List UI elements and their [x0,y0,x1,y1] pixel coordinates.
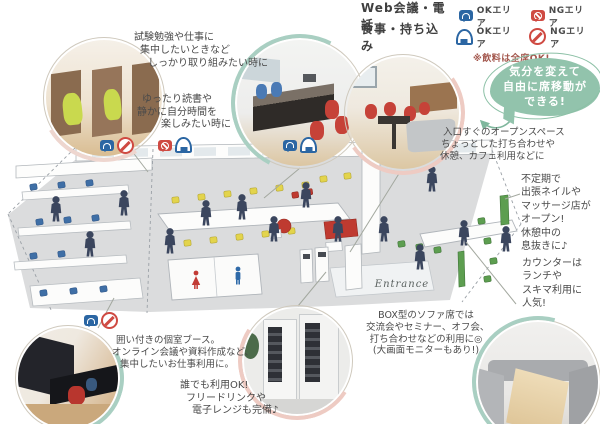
vending-display [268,327,283,383]
photo-image [244,308,350,414]
zone-marker-quiet-room [100,137,134,154]
photo-ring [43,37,165,159]
photo-ring [241,305,353,417]
food-ok-icon [455,28,473,45]
photo-box-sofa [447,291,600,424]
note-free-drink: 誰でも利用OK! フリードリンクや 電子レンジも完備♪ [180,380,279,417]
plant [244,333,259,359]
red-chair [364,104,378,119]
wood-floor [18,404,118,424]
zone-quiet-room [13,179,144,307]
left-sofa [478,368,505,424]
photo-image [18,328,118,424]
web-ok-icon [283,139,297,152]
zone-marker-open-space [283,137,317,153]
entrance-label: Entrance [374,279,430,290]
photo-image [46,40,162,156]
window [350,65,377,88]
legend: Web会議・電話 OKエリア NGエリア 食事・持ち込み OKエリア NGエリア… [361,1,593,65]
photo-ring [475,319,600,424]
red-chair [310,120,324,140]
badge-text: 気分を変えて 自由に席移動が できる! [503,65,587,108]
food-ng-area-label: NGエリア [550,26,586,50]
web-ng-area-label: NGエリア [548,5,584,29]
zone-marker-center-table [158,137,192,153]
legend-food-label: 食事・持ち込み [361,21,440,53]
drinks-note: ※飲料は全席OK! [473,54,550,64]
web-ok-area-label: OKエリア [476,5,512,29]
vending-display [305,322,321,383]
web-ng-icon [158,139,172,152]
legend-row-web: Web会議・電話 OKエリア NGエリア [361,1,593,32]
back-sofa [487,360,589,381]
red-chair [68,386,85,405]
zone-marker-booth-row [84,312,118,329]
photo-ring [344,54,462,172]
web-ok-icon [458,10,473,22]
food-ok-icon [175,137,192,153]
restrooms [167,253,263,301]
food-ok-area-label: OKエリア [476,26,512,50]
photo-open-space [331,41,475,185]
note-pop-up-services: 不定期で 出張ネイルや マッサージ店が オープン! 休憩中の 息抜きに♪ [521,174,591,253]
note-quiet-reading: ゆったり読書や 静かに自分時間を 楽しみたい時に [137,94,231,130]
legend-row-food: 食事・持ち込み OKエリア NGエリア [361,22,593,53]
blue-chair [86,378,97,391]
free-seating-badge: 気分を変えて 自由に席移動が できる! [479,46,600,126]
note-private-booth: 囲い付きの個室ブース。 オンライン会議や資料作成など、 集中したいお仕事利用に。 [112,335,255,371]
web-ok-icon [84,315,98,327]
legend-web-label: Web会議・電話 [361,0,446,32]
red-chair [418,101,430,116]
note-box-sofa: BOX型のソファ席では 交流会やセミナー、オフ会、 打ち合わせなどの利用に◎ (… [366,310,490,357]
red-chair [325,100,340,120]
food-ng-icon [101,312,118,329]
zone-center-table [157,172,352,247]
note-study-focus: 試験勉強や仕事に 集中したいときなど しっかり取り組みたい時に [134,32,268,69]
food-ng-icon [529,28,547,45]
note-open-space: 入口すぐのオープンスペース ちょっとした打ち合わせや 休憩、カフェ利用などに [440,127,565,162]
food-ng-icon [117,137,134,154]
web-ng-icon [530,10,545,22]
monitor [302,74,317,82]
web-ok-icon [100,140,114,152]
photo-ring [15,325,121,424]
female-figure-icon [191,270,201,289]
blue-chair [255,84,268,100]
photo-image [478,322,598,424]
banquette [409,81,457,114]
right-sofa [569,363,598,424]
blue-chair [271,81,283,97]
photo-image [347,57,459,169]
photo-study-cubicles [26,20,182,176]
male-figure-icon [235,266,241,285]
photo-focus-booth [0,307,139,424]
food-ok-icon [300,137,317,153]
floor [244,399,350,414]
note-counter: カウンターは ランチや スキマ利用に 人気! [522,258,582,310]
dark-table [378,116,410,125]
table-leg [391,124,397,149]
red-chair [383,101,397,117]
photo-free-drink-corner [227,291,367,424]
